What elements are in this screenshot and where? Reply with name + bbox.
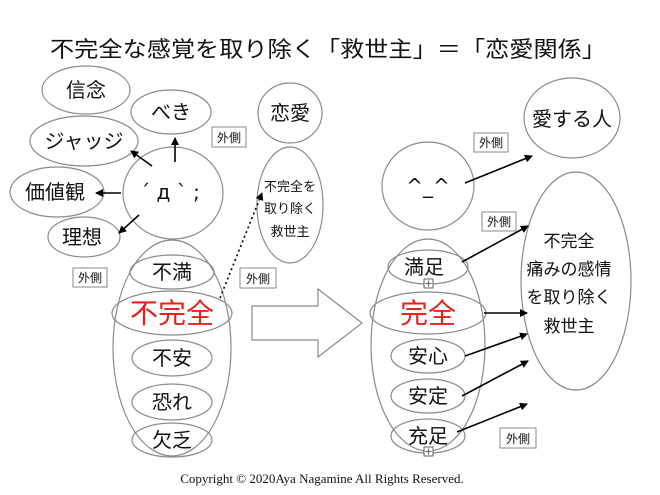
values-ellipse (9, 166, 105, 218)
state-complete: 完全 (400, 297, 456, 330)
loved-one-label: 愛する人 (532, 107, 612, 131)
belief-node: 信念 (41, 65, 131, 115)
should-node: べき (130, 89, 212, 135)
outside-tag-label: 外側 (78, 271, 102, 285)
outside-tag-label: 外側 (487, 215, 511, 229)
outside-tag-box (239, 267, 277, 289)
values-node: 価値観 (9, 166, 105, 218)
ideal-node: 理想 (47, 216, 121, 258)
distressed-face-circle (122, 146, 224, 240)
belief-label: 信念 (66, 78, 106, 102)
state-ellipse (131, 339, 213, 377)
left-savior-line: 救世主 (270, 224, 309, 240)
happy-face-node: ^_^ (381, 141, 475, 231)
state-fear: 恐れ (152, 390, 192, 414)
state-ellipse (131, 422, 213, 458)
distressed-face-node: ´ д ` ; (122, 146, 224, 240)
outside-tag-5: 外側 (481, 211, 517, 232)
slide-title: 不完全な感覚を取り除く「救世主」＝「恋愛関係」 (50, 38, 606, 63)
plus-box-icon (423, 446, 434, 457)
state-dissatisfaction: 不満 (152, 260, 192, 284)
outside-tag-box (473, 132, 509, 153)
love-label: 恋愛 (270, 101, 310, 125)
love-node: 恋愛 (257, 82, 323, 144)
state-ellipse (129, 254, 215, 290)
right-savior-line: 痛みの感情 (527, 260, 612, 280)
outside-tag-box (481, 211, 517, 232)
state-fulfillment: 充足 (408, 424, 448, 448)
loved-one-ellipse (523, 77, 621, 159)
outside-tag-label: 外側 (246, 272, 270, 286)
outside-tag-label: 外側 (506, 432, 530, 446)
outside-tag-4: 外側 (473, 132, 509, 153)
loved-one-node: 愛する人 (523, 77, 621, 159)
should-ellipse (130, 89, 212, 135)
transition-arrow-icon (251, 287, 363, 359)
left-savior-line: 取り除く (264, 202, 316, 217)
left-states-group: 不満 不完全 不安 恐れ 欠乏 (111, 239, 233, 458)
outside-tag-3: 外側 (239, 267, 277, 289)
judge-node: ジャッジ (29, 115, 139, 167)
arrow-satisfaction-to-savior (461, 225, 529, 263)
outside-tag-1: 外側 (211, 126, 247, 148)
right-savior-node: 不完全 痛みの感情 を取り除く 救世主 (520, 171, 632, 391)
values-label: 価値観 (25, 180, 85, 204)
arrow-fulfillment-to-savior (456, 402, 528, 433)
left-cluster: 信念 ジャッジ 価値観 理想 べき ´ д ` ; 外側 (9, 65, 324, 458)
love-ellipse (257, 82, 323, 144)
outside-tag-label: 外側 (217, 131, 241, 145)
arrow-stability-to-savior (461, 360, 529, 397)
outside-tag-6: 外側 (499, 427, 537, 449)
state-ellipse (111, 290, 233, 336)
state-incomplete: 不完全 (130, 297, 214, 330)
outside-tag-box (499, 427, 537, 449)
right-savior-line: を取り除く (527, 288, 612, 308)
plus-box-icon (423, 278, 434, 289)
state-stability: 安定 (408, 384, 448, 408)
state-satisfaction: 満足 (404, 255, 444, 279)
left-states-container (112, 239, 232, 457)
left-savior-node: 不完全を 取り除く 救世主 (256, 146, 324, 264)
copyright-notice: Copyright © 2020Aya Nagamine All Rights … (180, 471, 463, 486)
arrow-to-ideal (118, 214, 140, 234)
arrow-to-loved-one (464, 154, 533, 184)
right-states-group: 満足 完全 安心 安定 充足 (369, 238, 487, 457)
distressed-face-label: ´ д ` ; (140, 180, 200, 204)
dotted-arrow-to-savior (219, 192, 264, 299)
belief-ellipse (41, 65, 131, 115)
right-cluster: ^_^ 愛する人 外側 不完全 痛みの感情 を取り除く 救世主 外側 満足 (369, 77, 632, 457)
happy-face-label: ^_^ (406, 174, 450, 198)
right-savior-line: 救世主 (544, 317, 595, 337)
outside-tag-box (211, 126, 247, 148)
arrow-relief-to-savior (464, 332, 528, 357)
right-savior-ellipse (520, 171, 632, 391)
happy-face-circle (381, 141, 475, 231)
left-savior-line: 不完全を (264, 179, 316, 195)
ideal-label: 理想 (62, 225, 102, 249)
state-lack: 欠乏 (152, 428, 192, 452)
state-anxiety: 不安 (152, 346, 192, 370)
outside-tag-box (72, 267, 108, 288)
judge-label: ジャッジ (45, 129, 124, 153)
arrow-to-judge (130, 150, 153, 167)
ideal-ellipse (47, 216, 121, 258)
state-ellipse (131, 383, 213, 421)
outside-tag-2: 外側 (72, 267, 108, 288)
state-relief: 安心 (408, 344, 448, 368)
right-savior-line: 不完全 (544, 232, 595, 252)
state-ellipse (390, 378, 466, 414)
should-label: べき (151, 100, 191, 124)
outside-tag-label: 外側 (479, 136, 503, 150)
judge-ellipse (29, 115, 139, 167)
